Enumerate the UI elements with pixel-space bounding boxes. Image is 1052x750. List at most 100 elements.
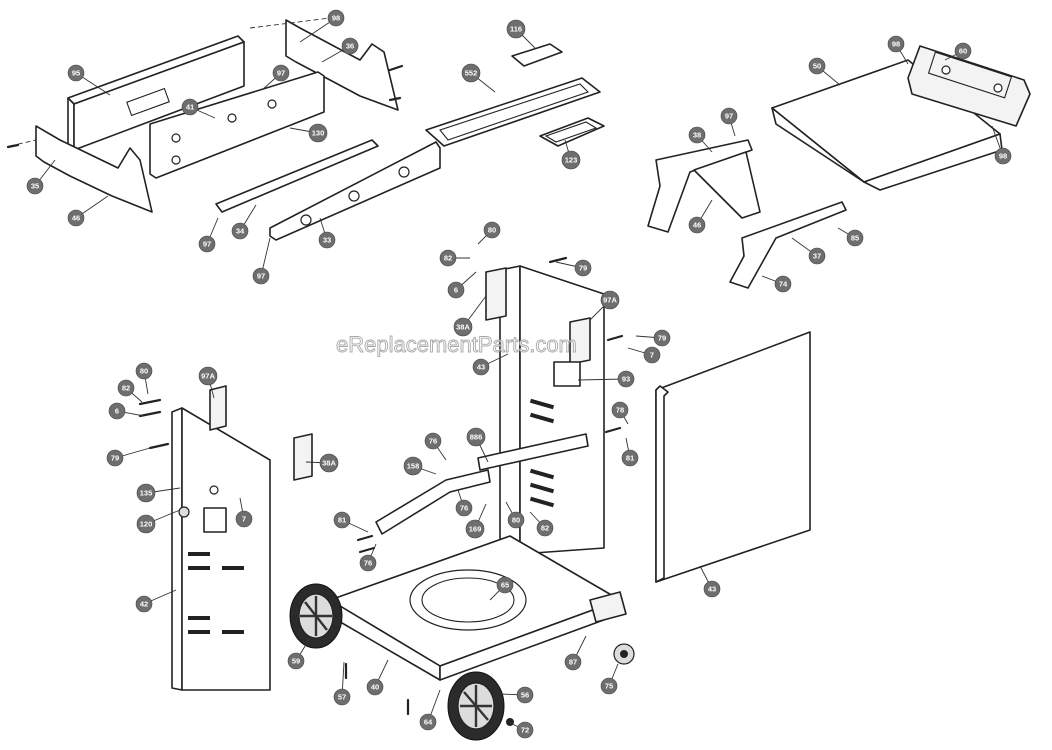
callout-c-85: 85 [837, 227, 864, 247]
callout-label: 79 [658, 334, 666, 343]
callout-label: 38A [456, 323, 470, 332]
grease-tray-assembly [425, 43, 605, 147]
callout-label: 97A [201, 372, 215, 381]
callout-label: 41 [186, 103, 194, 112]
callout-bubble [483, 221, 501, 239]
callout-bubble [536, 519, 554, 537]
callout-bubble [455, 499, 473, 517]
callout-c-34: 34 [231, 204, 257, 240]
callout-c-97-a: 97 [261, 64, 290, 91]
cart-door [655, 331, 811, 583]
part-access-plate-left [203, 507, 227, 533]
callout-c-97-c: 97 [252, 237, 271, 285]
part-38-shelf-bracket [647, 139, 753, 233]
callout-bubble [617, 370, 635, 388]
callout-bubble [994, 147, 1012, 165]
side-shelf-assembly [647, 45, 1031, 289]
callout-c-97-d: 97 [720, 107, 738, 137]
part-95-end [67, 97, 75, 151]
callout-label: 97 [725, 112, 733, 121]
callout-c-116: 116 [506, 19, 536, 49]
callout-c-6-b: 6 [108, 402, 145, 420]
callout-bubble [366, 678, 384, 696]
callout-c-82-a: 82 [439, 249, 470, 267]
callout-label: 81 [338, 516, 346, 525]
callout-c-64: 64 [419, 689, 441, 731]
callout-c-97-b: 97 [198, 217, 219, 253]
callout-label: 169 [469, 525, 482, 534]
part-42-left-panel-edge [171, 407, 183, 691]
part-116-clip [511, 43, 563, 67]
callout-label: 7 [650, 351, 654, 360]
callout-c-76-c: 76 [359, 543, 377, 572]
callout-c-7-b: 7 [235, 497, 253, 528]
callout-c-40: 40 [366, 659, 389, 696]
callout-c-6-a: 6 [447, 271, 477, 299]
callout-bubble [643, 346, 661, 364]
callout-c-552: 552 [461, 63, 496, 93]
callout-c-59: 59 [287, 637, 311, 670]
callout-c-74: 74 [761, 275, 792, 293]
callout-bubble [808, 57, 826, 75]
callout-bubble [67, 64, 85, 82]
callout-label: 36 [346, 42, 354, 51]
callout-label: 98 [332, 14, 340, 23]
base-frame [329, 535, 627, 681]
callout-bubble [472, 358, 490, 376]
callout-bubble [403, 456, 423, 476]
callout-c-65: 65 [489, 576, 514, 601]
callout-c-50: 50 [808, 57, 841, 86]
callout-c-123: 123 [561, 139, 581, 170]
callout-c-97a-b: 97A [198, 366, 218, 399]
callout-label: 7 [242, 515, 246, 524]
callout-label: 60 [959, 47, 967, 56]
callout-c-81-a: 81 [621, 437, 639, 467]
part-886-arm-upper [477, 433, 589, 471]
callout-bubble [333, 688, 351, 706]
callout-label: 50 [813, 62, 821, 71]
callout-label: 116 [510, 25, 522, 34]
callout-bubble [516, 686, 534, 704]
callout-label: 80 [512, 516, 520, 525]
part-36-right-support [285, 19, 399, 111]
part-97a-bracket [569, 317, 591, 365]
callout-bubble [235, 510, 253, 528]
callout-c-41: 41 [181, 98, 216, 119]
callout-label: 42 [140, 600, 148, 609]
callout-label: 81 [626, 454, 634, 463]
part-552-grease-tray [425, 77, 601, 147]
part-38a-left-hinge [293, 433, 313, 481]
callout-bubble [506, 19, 526, 39]
callout-bubble [564, 653, 582, 671]
callout-c-80-b: 80 [135, 362, 153, 395]
callout-label: 97 [203, 240, 211, 249]
callout-label: 72 [521, 726, 529, 735]
callout-c-33: 33 [318, 217, 336, 249]
callout-c-43b: 43 [699, 565, 721, 598]
callout-layer: 9895369741130354697343397116552123986050… [26, 9, 1012, 739]
callout-c-60: 60 [944, 42, 972, 61]
callout-bubble [424, 432, 442, 450]
callout-label: 75 [605, 682, 613, 691]
callout-label: 93 [622, 375, 630, 384]
callout-c-95: 95 [67, 64, 111, 96]
tank-support-arms [356, 433, 589, 554]
callout-c-78: 78 [611, 401, 629, 425]
callout-bubble [308, 123, 328, 143]
callout-bubble [703, 580, 721, 598]
callout-bubble [231, 222, 249, 240]
callout-c-130: 130 [289, 123, 328, 143]
callout-bubble [341, 37, 359, 55]
callout-c-76-a: 76 [424, 432, 447, 461]
callout-bubble [465, 519, 485, 539]
callout-label: 64 [424, 718, 433, 727]
callout-label: 79 [579, 264, 587, 273]
part-93-access-plate [553, 361, 581, 387]
callout-bubble [135, 595, 153, 613]
callout-bubble [466, 427, 486, 447]
callout-label: 40 [371, 683, 379, 692]
callout-label: 43 [477, 363, 485, 372]
callout-c-79-c: 79 [106, 447, 151, 467]
callout-label: 35 [31, 182, 39, 191]
